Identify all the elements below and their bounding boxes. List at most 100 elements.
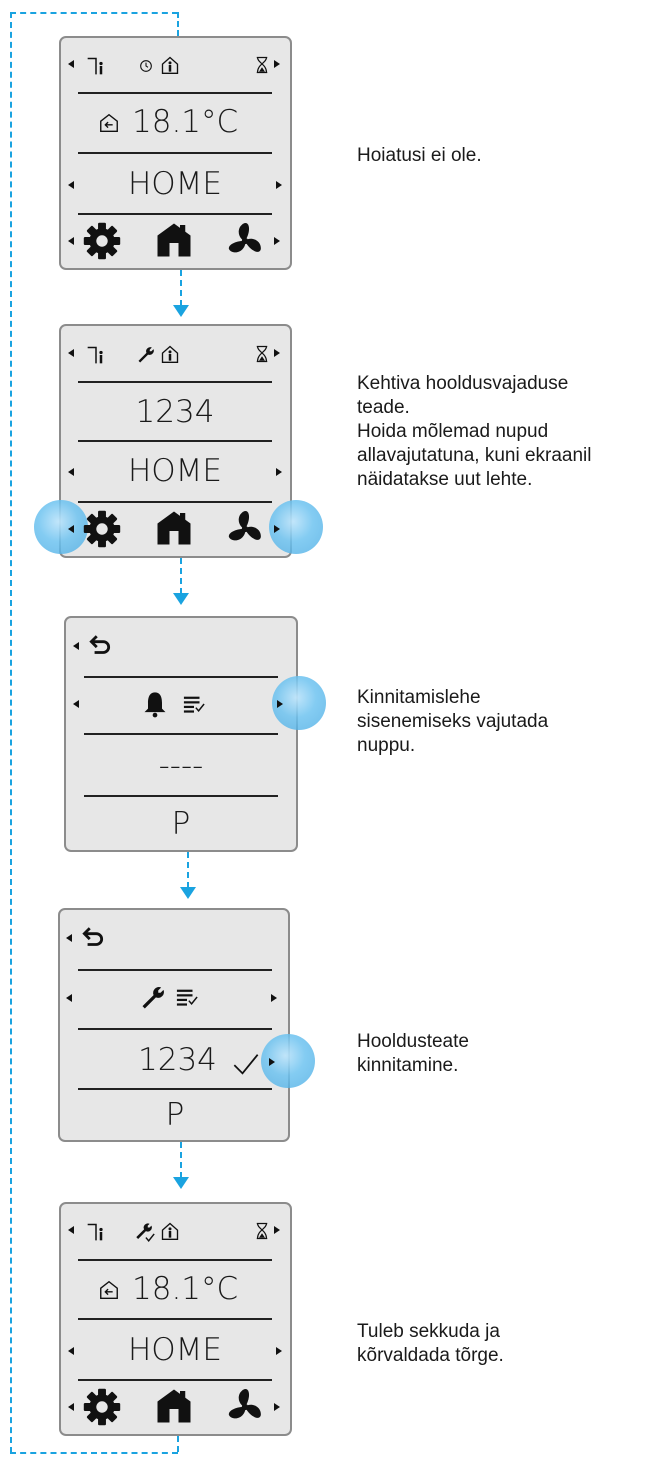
flow-arrow-4 xyxy=(173,1177,189,1189)
wrench-icon xyxy=(136,345,156,365)
bell-icon xyxy=(141,690,169,718)
back-left-arrow[interactable] xyxy=(66,934,72,942)
house-person-icon xyxy=(160,1221,180,1241)
nav-left-arrow[interactable] xyxy=(68,349,74,357)
left-button-arrow[interactable] xyxy=(68,237,74,245)
mode-left-arrow[interactable] xyxy=(68,181,74,189)
home-icon[interactable] xyxy=(156,222,192,258)
nav-right-arrow[interactable] xyxy=(274,349,280,357)
wrench-icon xyxy=(139,984,167,1012)
divider xyxy=(78,969,272,971)
flow-line-bottom-rise xyxy=(177,1436,179,1452)
house-person-icon xyxy=(160,55,180,75)
house-exhaust-icon xyxy=(98,1279,120,1301)
description-3: Kinnitamislehe sisenemiseks vajutada nup… xyxy=(357,686,655,758)
fan-icon[interactable] xyxy=(226,222,264,260)
confirm-right-arrow[interactable] xyxy=(269,1058,275,1066)
divider xyxy=(78,152,272,154)
temperature-value: 18.1°C xyxy=(132,104,239,140)
left-button-arrow[interactable] xyxy=(68,525,74,533)
mode-label: HOME xyxy=(127,453,223,489)
divider xyxy=(78,440,272,442)
flow-line-top xyxy=(10,12,178,14)
flow-arrow-2 xyxy=(173,593,189,605)
description-line: Hoiatusi ei ole. xyxy=(357,145,482,166)
mode-left-arrow[interactable] xyxy=(68,1347,74,1355)
temperature-value: 18.1°C xyxy=(132,1271,239,1307)
hourglass-icon xyxy=(253,55,271,75)
row-right-arrow[interactable] xyxy=(271,994,277,1002)
description-line: näidatakse uut lehte. xyxy=(357,469,533,490)
row-right-arrow[interactable] xyxy=(277,700,283,708)
description-4: Hooldusteate kinnitamine. xyxy=(357,1030,655,1078)
description-line: Kinnitamislehe xyxy=(357,687,481,708)
flow-line-left xyxy=(10,12,12,1453)
clock-icon xyxy=(138,58,154,74)
mode-right-arrow[interactable] xyxy=(276,181,282,189)
flow-connector-3 xyxy=(187,852,189,888)
divider xyxy=(78,1028,272,1030)
hourglass-icon xyxy=(253,344,271,364)
description-line: allavajutatuna, kuni ekraanil xyxy=(357,445,592,466)
nav-left-arrow[interactable] xyxy=(68,1226,74,1234)
checkmark-icon xyxy=(232,1050,260,1078)
divider xyxy=(78,381,272,383)
row-left-arrow[interactable] xyxy=(66,994,72,1002)
home-icon[interactable] xyxy=(156,1388,192,1424)
device-screen-4 xyxy=(58,908,290,1142)
description-line: Tuleb sekkuda ja xyxy=(357,1321,500,1342)
divider xyxy=(84,733,278,735)
description-2: Kehtiva hooldusvajaduse teade. Hoida mõl… xyxy=(357,372,655,492)
description-line: nuppu. xyxy=(357,735,416,756)
back-arrow-icon[interactable] xyxy=(87,633,113,659)
nav-right-arrow[interactable] xyxy=(274,60,280,68)
description-line: Hoida mõlemad nupud xyxy=(357,421,549,442)
divider xyxy=(78,1379,272,1381)
service-code: 1234 xyxy=(138,1042,217,1078)
description-1: Hoiatusi ei ole. xyxy=(357,144,655,168)
mode-right-arrow[interactable] xyxy=(276,1347,282,1355)
divider xyxy=(78,1259,272,1261)
door-person-icon xyxy=(86,56,106,76)
mode-left-arrow[interactable] xyxy=(68,468,74,476)
description-5: Tuleb sekkuda ja kõrvaldada tõrge. xyxy=(357,1320,655,1368)
divider xyxy=(78,501,272,503)
hourglass-icon xyxy=(253,1221,271,1241)
fan-icon[interactable] xyxy=(226,1388,264,1426)
wrench-check-icon xyxy=(134,1222,156,1244)
description-line: teade. xyxy=(357,397,410,418)
footer-label: P xyxy=(165,1097,185,1133)
house-person-icon xyxy=(160,344,180,364)
door-person-icon xyxy=(86,1222,106,1242)
mode-label: HOME xyxy=(127,166,223,202)
right-button-arrow[interactable] xyxy=(274,237,280,245)
fan-icon[interactable] xyxy=(226,510,264,548)
back-left-arrow[interactable] xyxy=(73,642,79,650)
nav-right-arrow[interactable] xyxy=(274,1226,280,1234)
description-line: sisenemiseks vajutada xyxy=(357,711,549,732)
description-line: Kehtiva hooldusvajaduse xyxy=(357,373,569,394)
flow-connector-4 xyxy=(180,1142,182,1178)
flow-line-bottom xyxy=(10,1452,178,1454)
gear-icon[interactable] xyxy=(83,510,121,548)
mode-label: HOME xyxy=(127,1332,223,1368)
description-line: kinnitamine. xyxy=(357,1055,459,1076)
home-icon[interactable] xyxy=(156,510,192,546)
flow-connector-1 xyxy=(180,270,182,306)
mode-right-arrow[interactable] xyxy=(276,468,282,476)
service-code: 1234 xyxy=(135,394,215,430)
gear-icon[interactable] xyxy=(83,222,121,260)
alarm-value: ---- xyxy=(158,748,204,784)
row-left-arrow[interactable] xyxy=(73,700,79,708)
press-highlight-left xyxy=(34,500,88,554)
nav-left-arrow[interactable] xyxy=(68,60,74,68)
flow-arrow-1 xyxy=(173,305,189,317)
gear-icon[interactable] xyxy=(83,1388,121,1426)
back-arrow-icon[interactable] xyxy=(80,925,106,951)
divider xyxy=(84,676,278,678)
house-exhaust-icon xyxy=(98,112,120,134)
flow-connector-2 xyxy=(180,558,182,594)
right-button-arrow[interactable] xyxy=(274,525,280,533)
left-button-arrow[interactable] xyxy=(68,1403,74,1411)
right-button-arrow[interactable] xyxy=(274,1403,280,1411)
